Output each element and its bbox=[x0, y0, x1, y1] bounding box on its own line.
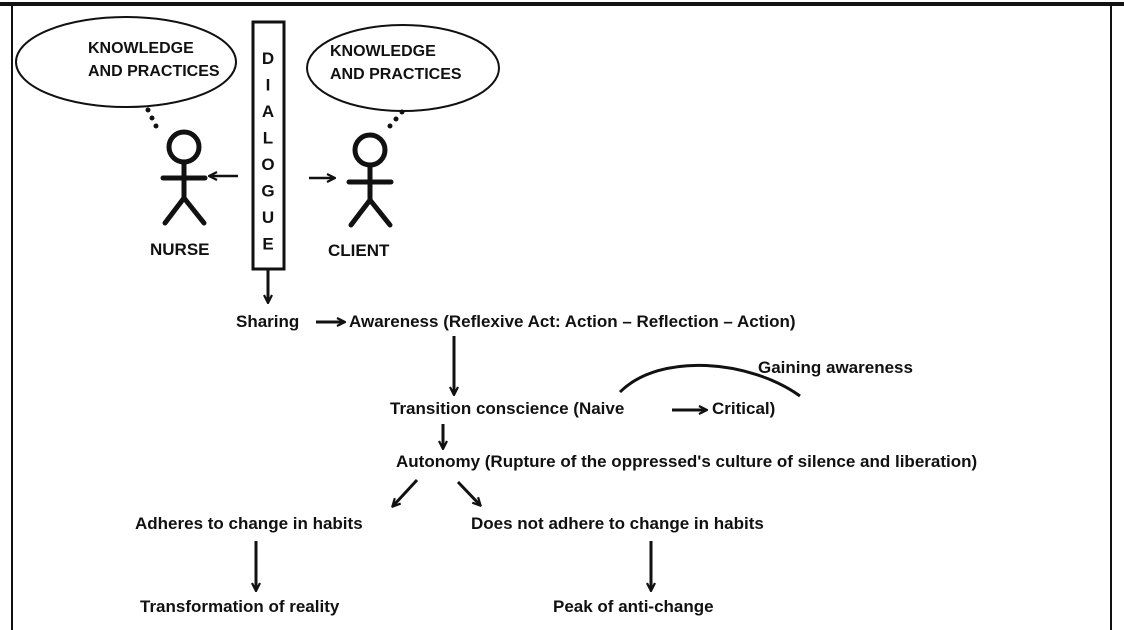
client-knowledge-bubble: KNOWLEDGE AND PRACTICES bbox=[306, 24, 500, 112]
awareness-label: Awareness (Reflexive Act: Action – Refle… bbox=[349, 312, 796, 331]
dialogue-letter: O bbox=[261, 155, 274, 174]
client-bubble-line1: KNOWLEDGE bbox=[330, 43, 436, 60]
dialogue-letter: D bbox=[262, 49, 274, 68]
arrow-to-adheres bbox=[393, 478, 419, 506]
nurse-knowledge-bubble: KNOWLEDGE AND PRACTICES bbox=[15, 16, 237, 108]
client-thought-dots bbox=[387, 109, 405, 129]
gaining-awareness-label: Gaining awareness bbox=[758, 358, 913, 377]
anti-change-label: Peak of anti-change bbox=[553, 597, 714, 616]
gaining-awareness-arc bbox=[618, 363, 801, 398]
arrow-to-not-adhere bbox=[456, 480, 480, 505]
transition-label: Transition conscience (Naive bbox=[390, 399, 624, 418]
dialogue-letter: L bbox=[263, 129, 273, 148]
dialogue-letter: U bbox=[262, 208, 274, 227]
client-bubble-line2: AND PRACTICES bbox=[330, 66, 462, 83]
dialogue-letter: A bbox=[262, 102, 274, 121]
transformation-label: Transformation of reality bbox=[140, 597, 340, 616]
adheres-label: Adheres to change in habits bbox=[135, 514, 363, 533]
nurse-bubble-line1: KNOWLEDGE bbox=[88, 40, 194, 57]
nurse-bubble-line2: AND PRACTICES bbox=[88, 63, 220, 80]
dialogue-box bbox=[251, 20, 286, 271]
nurse-thought-dots bbox=[145, 107, 159, 129]
nurse-label: NURSE bbox=[150, 240, 210, 259]
dialogue-letter: G bbox=[261, 182, 274, 201]
dialogue-letter: I bbox=[266, 76, 271, 95]
not-adhere-label: Does not adhere to change in habits bbox=[471, 514, 764, 533]
autonomy-label: Autonomy (Rupture of the oppressed's cul… bbox=[396, 452, 977, 471]
sharing-label: Sharing bbox=[236, 312, 299, 331]
client-label: CLIENT bbox=[328, 241, 390, 260]
dialogue-letter: E bbox=[262, 235, 273, 254]
client-figure-icon bbox=[346, 132, 394, 228]
critical-label: Critical) bbox=[712, 399, 775, 418]
nurse-figure-icon bbox=[160, 129, 208, 226]
